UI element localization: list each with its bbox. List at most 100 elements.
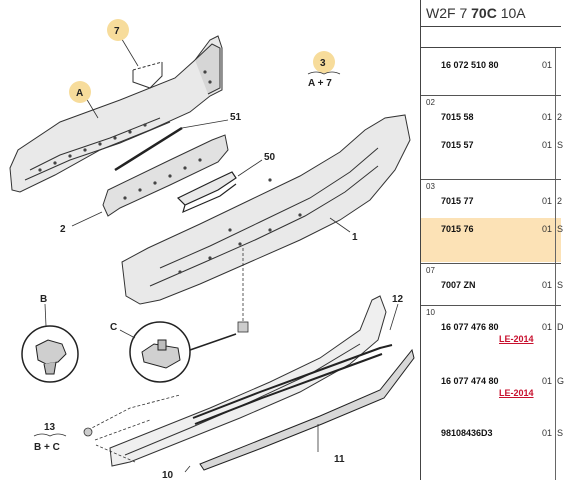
- exploded-parts-diagram: 7 A 3 A + 7 51 50 2 1 B C 12: [9, 19, 415, 480]
- panel-subheader: [421, 26, 561, 48]
- detail-circle-c: [129, 321, 237, 383]
- part-quantity: 01: [542, 280, 553, 290]
- callout-7[interactable]: 7: [107, 19, 129, 41]
- table-row-selected[interactable]: 7015 76 01 S: [421, 218, 564, 262]
- table-row[interactable]: 16 072 510 80 01: [421, 56, 561, 76]
- part-reference[interactable]: 7007 ZN: [441, 280, 476, 290]
- part-12-moulding[interactable]: [199, 348, 415, 471]
- column-divider: [555, 96, 556, 179]
- part-7-bracket[interactable]: [132, 61, 163, 89]
- part-group: 03 7015 77 01 2 7015 76 01 S: [421, 180, 564, 264]
- callout-a[interactable]: A: [69, 81, 91, 103]
- table-row[interactable]: 16 077 476 80 01 D: [421, 318, 564, 338]
- le-2014-link[interactable]: LE-2014: [499, 334, 534, 344]
- part-quantity: 01: [542, 322, 553, 332]
- part-11-trim-strip[interactable]: [192, 344, 393, 425]
- part-1-holes: [178, 178, 302, 274]
- part-reference[interactable]: 16 072 510 80: [441, 60, 499, 70]
- svg-text:B + C: B + C: [34, 442, 60, 453]
- svg-text:12: 12: [392, 294, 404, 305]
- group-number: 10: [426, 308, 435, 317]
- part-reference[interactable]: 16 077 476 80: [441, 322, 499, 332]
- svg-text:11: 11: [334, 454, 345, 465]
- part-variant: S: [557, 224, 564, 234]
- svg-text:10: 10: [162, 470, 174, 480]
- callout-b[interactable]: B: [40, 294, 47, 305]
- part-quantity: 01: [542, 112, 553, 122]
- svg-text:7: 7: [114, 26, 120, 37]
- column-divider: [555, 48, 556, 95]
- part-1-main-sill[interactable]: [121, 114, 411, 305]
- le-2014-link[interactable]: LE-2014: [499, 388, 534, 398]
- group-number: 07: [426, 266, 435, 275]
- svg-text:51: 51: [230, 112, 242, 123]
- part-variant: 2: [557, 112, 563, 122]
- diagram-canvas: 7 A 3 A + 7 51 50 2 1 B C 12: [9, 19, 415, 480]
- part-group: 10 16 077 476 80 01 D LE-2014 16 077 474…: [421, 306, 564, 480]
- table-row[interactable]: 7007 ZN 01 S: [421, 276, 564, 296]
- diagram-reference-title: W2F 7 70C 10A: [421, 0, 561, 26]
- detail-circle-b: [21, 325, 79, 383]
- part-variant: 2: [557, 196, 563, 206]
- svg-text:2: 2: [60, 224, 66, 235]
- svg-text:C: C: [110, 322, 117, 333]
- part-reference[interactable]: 7015 58: [441, 112, 474, 122]
- callout-12[interactable]: 12: [392, 294, 404, 305]
- part-50-bracket[interactable]: [176, 171, 237, 214]
- part-quantity: 01: [542, 140, 553, 150]
- callout-3[interactable]: 3 A + 7: [307, 51, 341, 89]
- part-reference[interactable]: 7015 76: [441, 224, 474, 234]
- svg-text:A: A: [76, 88, 83, 99]
- table-row[interactable]: 98108436D3 01 S: [421, 424, 564, 444]
- callout-13[interactable]: 13 B + C: [33, 422, 67, 453]
- sill-clip: [83, 321, 249, 437]
- part-reference[interactable]: 7015 77: [441, 196, 474, 206]
- part-group: 16 072 510 80 01: [421, 48, 561, 96]
- part-quantity: 01: [542, 196, 553, 206]
- group-number: 02: [426, 98, 435, 107]
- column-divider: [555, 180, 556, 263]
- title-bold: 70C: [471, 5, 497, 21]
- part-quantity: 01: [542, 376, 553, 386]
- callout-c[interactable]: C: [110, 322, 117, 333]
- svg-text:A + 7: A + 7: [308, 78, 332, 89]
- dashed-guide-lines: [87, 248, 244, 463]
- part-reference[interactable]: 7015 57: [441, 140, 474, 150]
- callout-2[interactable]: 2: [60, 224, 66, 235]
- leader-lines: [44, 35, 399, 473]
- callout-11[interactable]: 11: [334, 454, 345, 465]
- svg-text:B: B: [40, 294, 47, 305]
- part-reference[interactable]: 98108436D3: [441, 428, 493, 438]
- part-variant: S: [557, 140, 564, 150]
- part-variant: S: [557, 428, 564, 438]
- part-2-reinforcement[interactable]: [102, 134, 229, 217]
- table-row[interactable]: 16 077 474 80 01 G: [421, 372, 564, 392]
- part-51-strip[interactable]: [114, 126, 183, 172]
- column-divider: [555, 306, 556, 480]
- part-variant: G: [557, 376, 564, 386]
- group-number: 03: [426, 182, 435, 191]
- table-row[interactable]: 7015 77 01 2: [421, 192, 563, 212]
- title-suffix: 10A: [496, 5, 526, 21]
- column-divider: [555, 264, 556, 305]
- part-variant: D: [557, 322, 564, 332]
- svg-text:50: 50: [264, 152, 276, 163]
- callout-51[interactable]: 51: [230, 112, 242, 123]
- table-row[interactable]: 7015 58 01 2: [421, 108, 563, 128]
- part-upper-rail[interactable]: [9, 35, 223, 193]
- parts-list-panel: W2F 7 70C 10A 16 072 510 80 01 02 7015 5…: [420, 0, 564, 480]
- svg-text:3: 3: [320, 58, 326, 69]
- part-variant: S: [557, 280, 564, 290]
- part-quantity: 01: [542, 428, 553, 438]
- upper-rail-holes: [38, 70, 212, 172]
- svg-text:1: 1: [352, 232, 358, 243]
- callout-50[interactable]: 50: [264, 152, 276, 163]
- title-prefix: W2F 7: [426, 5, 472, 21]
- part-reference[interactable]: 16 077 474 80: [441, 376, 499, 386]
- part-2-holes: [123, 158, 202, 200]
- callout-10[interactable]: 10: [162, 470, 174, 480]
- callout-1[interactable]: 1: [352, 232, 358, 243]
- part-quantity: 01: [542, 224, 553, 234]
- part-quantity: 01: [542, 60, 553, 70]
- table-row[interactable]: 7015 57 01 S: [421, 136, 564, 156]
